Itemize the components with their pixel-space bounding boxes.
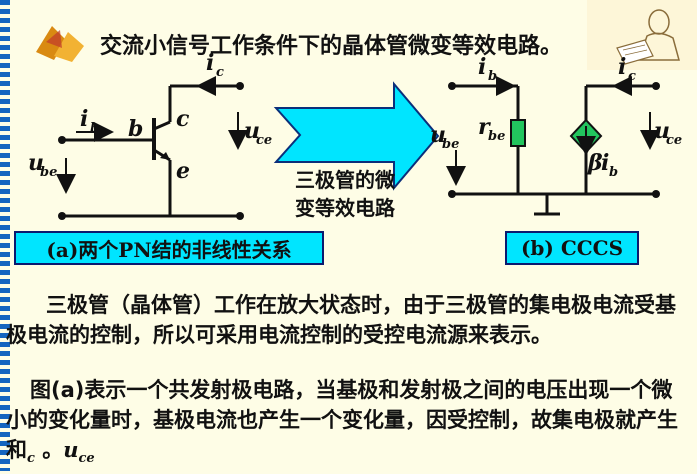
label-b: b (128, 116, 143, 142)
label-beta-i: i (601, 150, 609, 176)
paragraph-1: 三极管（晶体管）工作在放大状态时，由于三极管的集电极电流受基极电流的控制，所以可… (6, 290, 692, 350)
terminal-e-b-right (652, 190, 660, 198)
terminal-e-out (236, 212, 244, 220)
reading-person-illustration (587, 0, 697, 70)
label-uce-b-sub: ce (666, 133, 682, 148)
paragraph-2-ic-sub: c (27, 451, 35, 467)
terminal-b-in (58, 136, 66, 144)
circuit-diagrams: i c i b b c e u be u ce i b i c r (28, 50, 682, 220)
label-uce: u (244, 118, 260, 144)
label-c: c (176, 106, 190, 132)
arrow-label: 三极管的微 变等效电路 (291, 166, 399, 222)
label-rbe-sub: be (488, 129, 505, 144)
label-ic: i (206, 50, 214, 76)
paragraph-2-end: 。 (34, 438, 64, 462)
label-beta: β (587, 150, 603, 176)
label-ib-sub: b (90, 121, 99, 136)
label-ib-b-sub: b (488, 69, 497, 84)
paragraph-2-uce-sub: ce (78, 451, 95, 467)
label-ic-b-sub: c (628, 69, 636, 84)
label-ube-b: u (430, 122, 446, 148)
figure-b-circuit (452, 84, 656, 216)
terminal-b-b (448, 82, 456, 90)
terminal-c-out (236, 82, 244, 90)
rbe-resistor (510, 119, 526, 147)
label-rbe: r (478, 114, 491, 140)
label-ube: u (28, 150, 44, 176)
paragraph-2: 图(a)表示一个共发射极电路，当基极和发射极之间的电压出现一个微小的变化量时，基… (6, 375, 692, 474)
label-ic-sub: c (216, 65, 224, 80)
figure-b-caption: (b) CCCS (505, 231, 639, 265)
emitter-arrow-icon (160, 152, 170, 160)
figure-a-caption: (a)两个PN结的非线性关系 (14, 231, 324, 265)
paragraph-2-uce: uce (63, 437, 94, 466)
label-uce-b: u (654, 118, 670, 144)
paragraph-2-text: 图(a)表示一个共发射极电路，当基极和发射极之间的电压出现一个微小的变化量时，基… (6, 378, 678, 462)
arrow-label-line2: 变等效电路 (295, 196, 395, 220)
label-ube-sub: be (40, 165, 57, 180)
slide-logo-icon (36, 26, 84, 62)
label-uce-sub: ce (256, 133, 272, 148)
terminal-c-b (652, 82, 660, 90)
terminal-e-in (58, 212, 66, 220)
transform-arrow-icon (273, 81, 440, 191)
label-e: e (176, 158, 190, 184)
left-stripe-decoration (0, 0, 10, 471)
label-beta-sub: b (609, 165, 618, 180)
label-ib: i (80, 106, 88, 132)
figure-a-circuit (62, 84, 240, 218)
slide-title: 交流小信号工作条件下的晶体管微变等效电路。 (100, 34, 563, 59)
collector-lead (153, 120, 171, 131)
arrow-label-line1: 三极管的微 (295, 168, 395, 192)
paragraph-2-uce-base: u (63, 437, 79, 462)
label-ube-b-sub: be (442, 137, 459, 152)
label-ic-b: i (618, 54, 626, 80)
paragraph-1-text: 三极管（晶体管）工作在放大状态时，由于三极管的集电极电流受基极电流的控制，所以可… (6, 293, 676, 347)
terminal-e-b-left (448, 190, 456, 198)
label-ib-b: i (478, 54, 486, 80)
